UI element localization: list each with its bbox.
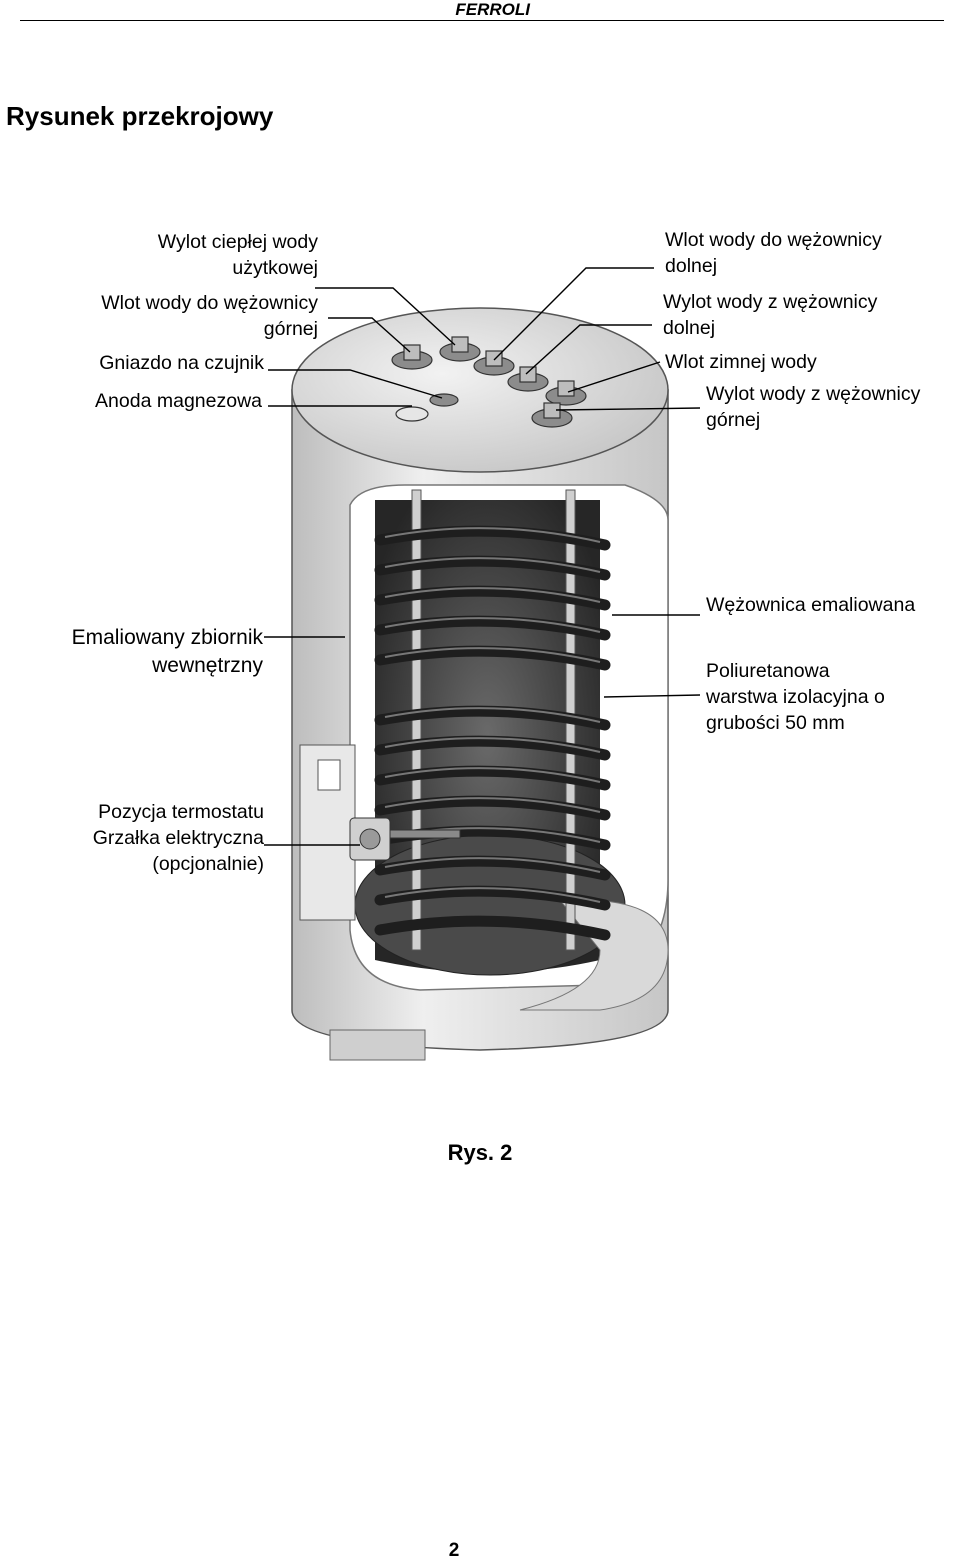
insulation-cut-edge bbox=[519, 899, 669, 1011]
heater-element bbox=[389, 829, 461, 839]
base-foot bbox=[329, 1029, 426, 1061]
figure-caption: Rys. 2 bbox=[447, 1140, 513, 1165]
label-cold-water-inlet: Wlot zimnej wody bbox=[665, 351, 817, 373]
page-title: Rysunek przekrojowy bbox=[6, 101, 274, 131]
boiler-cutaway-illustration bbox=[264, 267, 701, 1061]
page-number: 2 bbox=[448, 1540, 460, 1561]
label-sensor-socket: Gniazdo na czujnik bbox=[99, 352, 264, 374]
label-magnesium-anode: Anoda magnezowa bbox=[95, 390, 262, 412]
header-brand: FERROLI bbox=[455, 0, 530, 19]
top-connections bbox=[391, 336, 587, 428]
leader-lines bbox=[264, 267, 701, 846]
top-lid bbox=[291, 307, 669, 473]
header-rule bbox=[20, 20, 944, 21]
label-enamelled-coil: Wężownica emaliowana bbox=[706, 594, 916, 616]
